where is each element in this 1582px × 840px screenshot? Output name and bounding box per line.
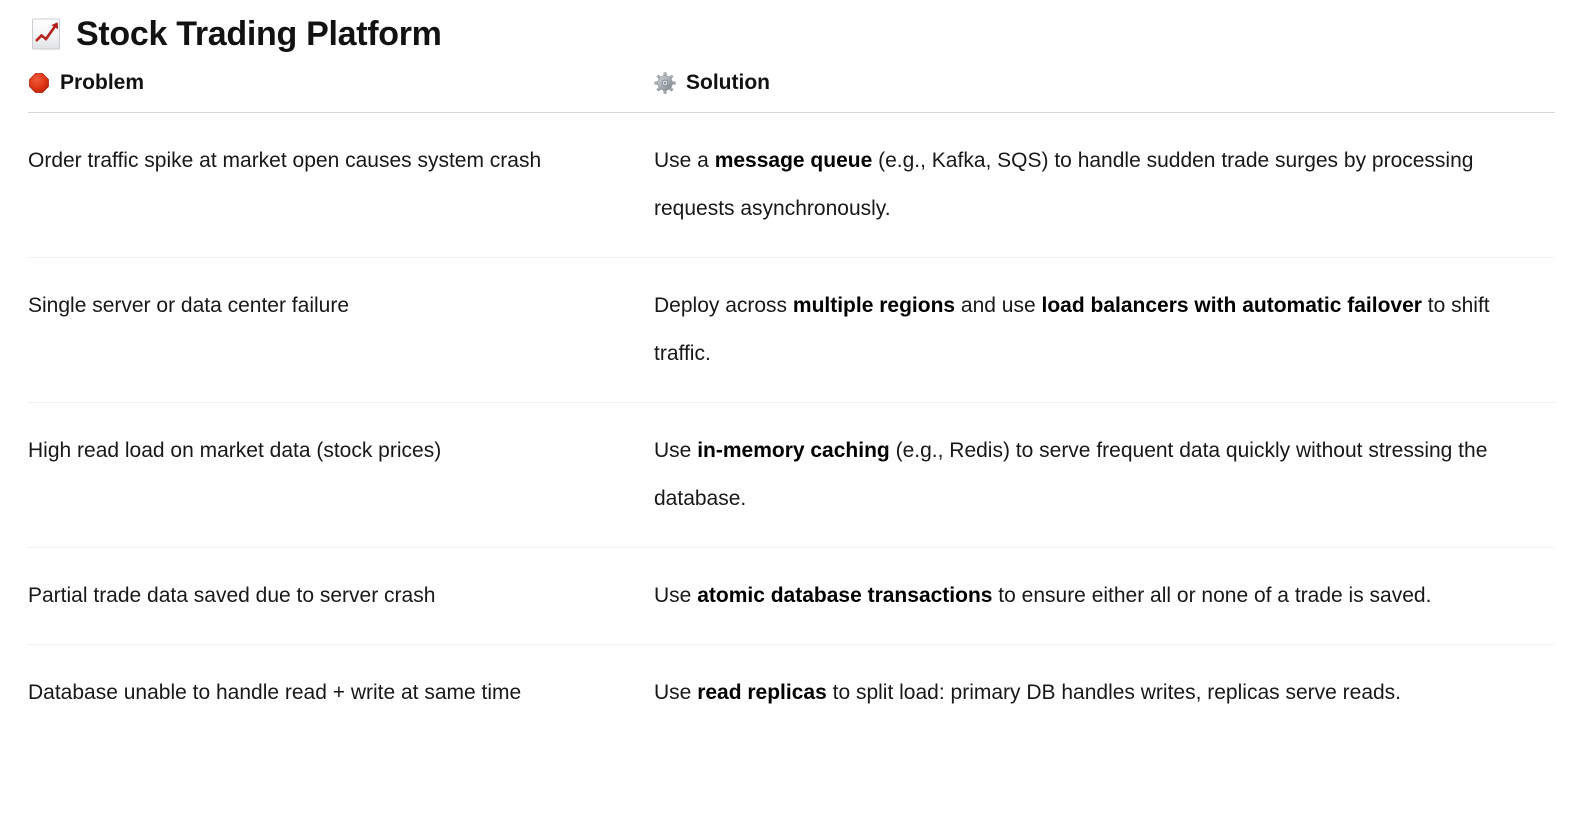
table-row: Partial trade data saved due to server c… — [28, 547, 1555, 645]
column-header-problem: Problem — [28, 54, 654, 113]
cell-problem: Partial trade data saved due to server c… — [28, 547, 654, 645]
cell-solution: Deploy across multiple regions and use l… — [654, 257, 1555, 403]
table-row: Database unable to handle read + write a… — [28, 645, 1555, 742]
cell-problem: Single server or data center failure — [28, 257, 654, 403]
chart-increasing-icon — [28, 16, 64, 52]
table-body: Order traffic spike at market open cause… — [28, 112, 1555, 742]
table-header-row: Problem — [28, 54, 1555, 113]
cell-solution: Use read replicas to split load: primary… — [654, 681, 1402, 704]
page-title: Stock Trading Platform — [76, 15, 442, 53]
cell-solution: Use a message queue (e.g., Kafka, SQS) t… — [654, 112, 1555, 258]
column-header-solution-label: Solution — [686, 71, 770, 94]
stop-sign-icon — [28, 72, 50, 94]
table-header: Problem — [28, 54, 1555, 113]
cell-solution: Use in-memory caching (e.g., Redis) to s… — [654, 402, 1555, 548]
column-header-solution: Solution — [654, 54, 1555, 113]
cell-solution: Use atomic database transactions to ensu… — [654, 547, 1555, 645]
cell-problem: Order traffic spike at market open cause… — [28, 112, 654, 258]
table-row: High read load on market data (stock pri… — [28, 402, 1555, 548]
page-header: Stock Trading Platform — [0, 0, 1582, 54]
column-header-problem-label: Problem — [60, 71, 145, 94]
problem-solution-table: Problem — [28, 54, 1555, 741]
table-row: Single server or data center failure Dep… — [28, 257, 1555, 403]
table-row: Order traffic spike at market open cause… — [28, 112, 1555, 258]
gear-icon — [654, 72, 676, 94]
cell-problem: Database unable to handle read + write a… — [28, 681, 522, 704]
cell-problem: High read load on market data (stock pri… — [28, 402, 654, 548]
